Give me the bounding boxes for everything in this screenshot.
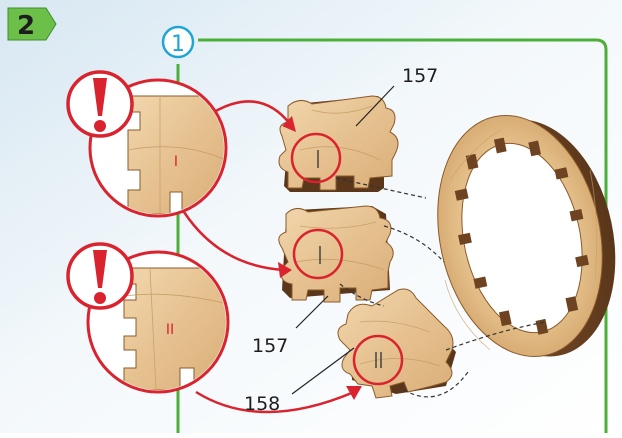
slot-marks <box>317 150 382 368</box>
part-label-157-top: 157 <box>402 65 438 87</box>
part-label-158: 158 <box>244 393 280 415</box>
step-number: 2 <box>17 11 35 41</box>
label-leaders <box>291 85 395 395</box>
substep-badge: 1 <box>161 25 195 59</box>
step-badge: 2 <box>7 7 57 41</box>
exclamation-icon <box>66 242 134 310</box>
detail-mark-top: I <box>174 154 178 170</box>
detail-mark-bottom: II <box>166 322 174 338</box>
callout-arrows <box>182 100 355 414</box>
part-label-157-middle: 157 <box>252 335 288 357</box>
arrowheads <box>278 116 362 400</box>
exclamation-icon <box>66 70 134 138</box>
wood-piece-middle <box>278 205 394 303</box>
substep-number: 1 <box>171 32 185 57</box>
gear-ring <box>437 115 616 357</box>
assembly-guide-lines <box>335 177 547 398</box>
highlight-circles <box>290 132 404 386</box>
